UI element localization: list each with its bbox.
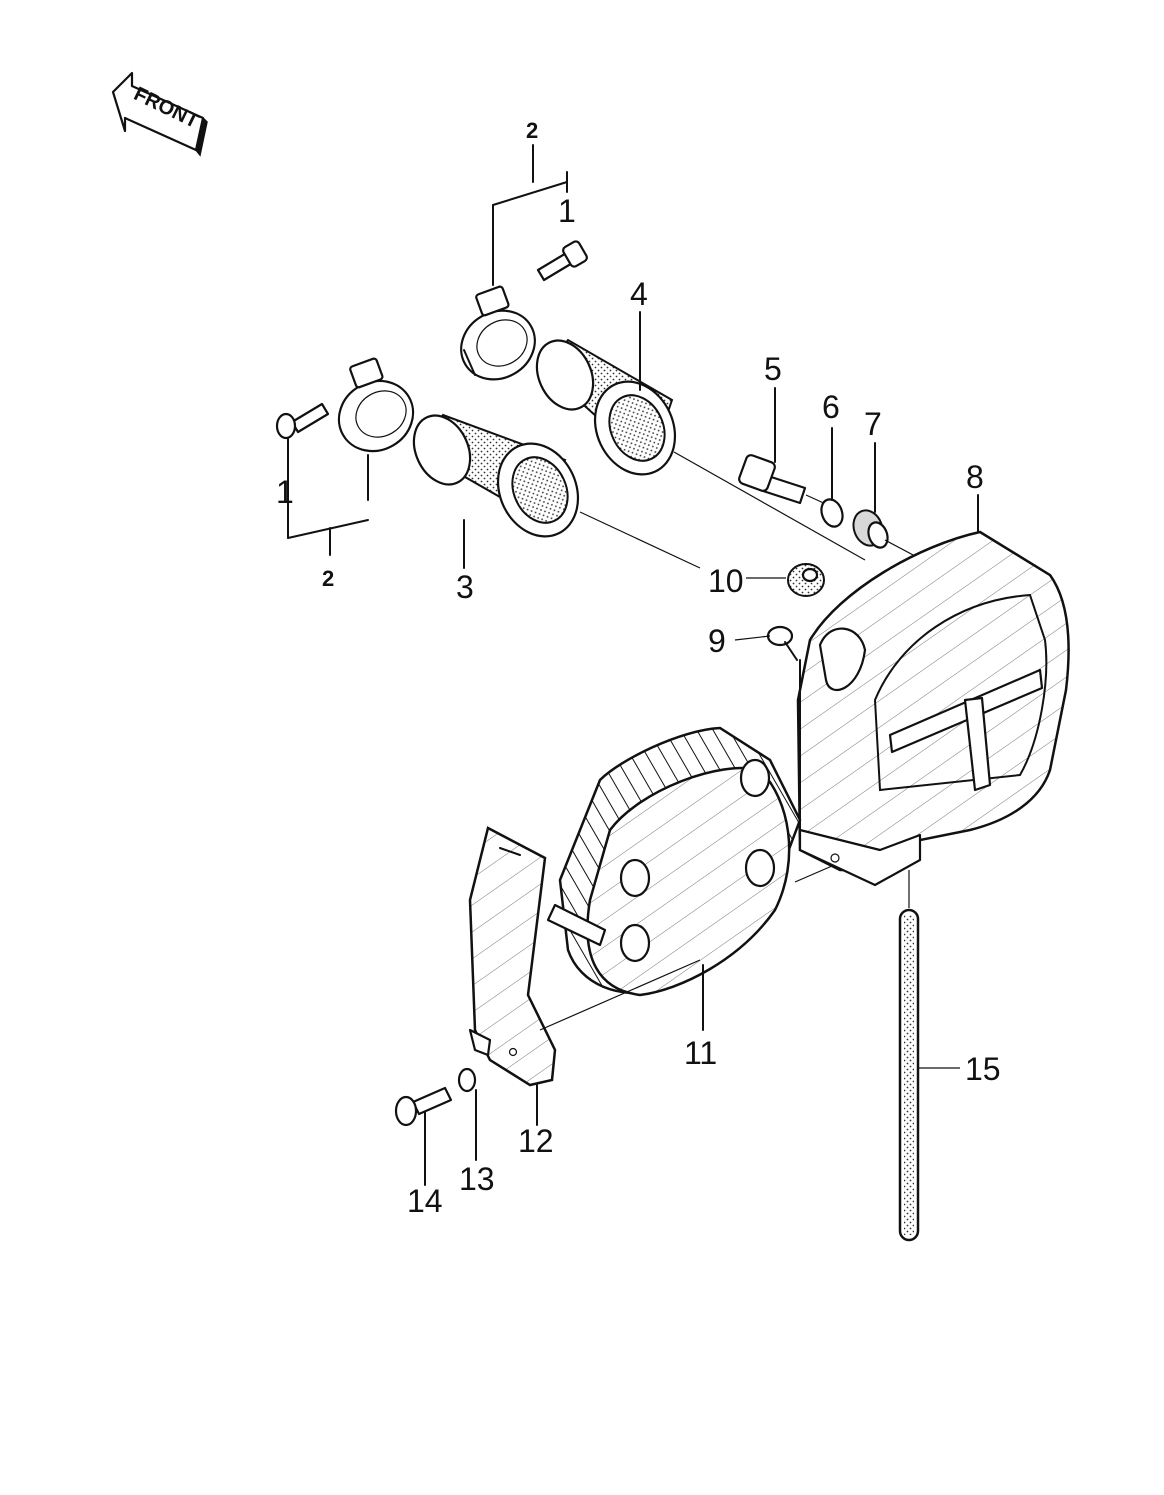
label-4: 4 xyxy=(630,276,648,312)
intake-hose-3 xyxy=(412,413,580,538)
drain-hose-15 xyxy=(898,870,960,1242)
filter-element-11 xyxy=(546,726,802,997)
top-clamp-screw xyxy=(536,240,588,282)
callout-bracket-left xyxy=(287,437,369,556)
label-6: 6 xyxy=(822,389,840,425)
label-1-left: 1 xyxy=(276,474,294,510)
air-cleaner-case-8 xyxy=(796,530,1070,887)
label-2-top: 2 xyxy=(526,118,538,143)
label-14: 14 xyxy=(407,1183,443,1219)
label-7: 7 xyxy=(864,406,882,442)
washer-13 xyxy=(457,1067,477,1161)
label-10: 10 xyxy=(708,563,744,599)
cover-12 xyxy=(468,826,557,1087)
label-12: 12 xyxy=(518,1123,554,1159)
label-3: 3 xyxy=(456,569,474,605)
label-11: 11 xyxy=(684,1035,717,1071)
washer-6 xyxy=(820,498,844,528)
callout-bracket-top xyxy=(492,144,568,286)
intake-hose-4 xyxy=(535,338,677,476)
label-15: 15 xyxy=(965,1051,1001,1087)
label-1-top: 1 xyxy=(558,193,576,229)
grommet-10 xyxy=(787,563,825,597)
label-13: 13 xyxy=(459,1161,495,1197)
label-9: 9 xyxy=(708,623,726,659)
label-2-left: 2 xyxy=(322,566,334,591)
left-hose-clamp xyxy=(337,357,415,453)
label-5: 5 xyxy=(764,351,782,387)
bolt-5 xyxy=(738,454,807,505)
left-clamp-screw xyxy=(275,402,330,440)
label-8: 8 xyxy=(966,459,984,495)
front-direction-arrow: FRONT xyxy=(111,71,208,157)
top-hose-clamp xyxy=(460,285,536,381)
screw-14 xyxy=(394,1086,453,1186)
screw-9 xyxy=(766,625,798,661)
grommet-7 xyxy=(852,509,889,549)
